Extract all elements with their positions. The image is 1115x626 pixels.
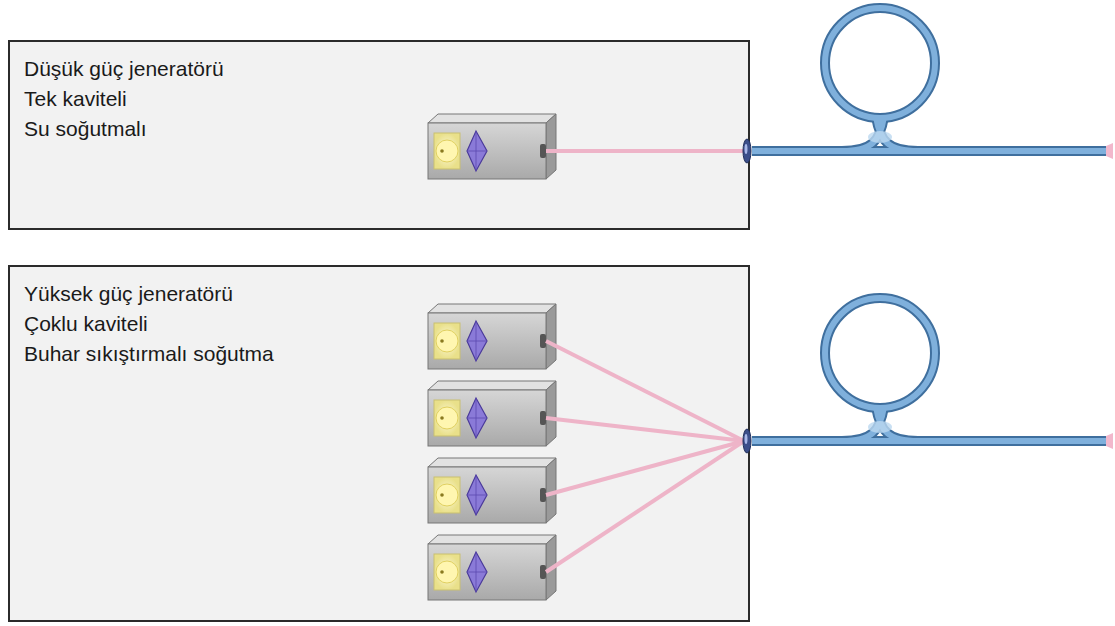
generator-label: Çoklu kaviteli — [24, 309, 734, 339]
generator-label: Yüksek güç jeneratörü — [24, 279, 734, 309]
generator-label: Düşük güç jeneratörü — [24, 54, 734, 84]
optical-fiber — [743, 8, 1113, 163]
generator-box: Düşük güç jeneratörüTek kaviteliSu soğut… — [8, 40, 750, 230]
laser-cavity — [428, 535, 556, 600]
laser-beam — [546, 418, 744, 441]
laser-cavity — [428, 381, 556, 446]
laser-beam — [546, 441, 744, 572]
laser-beam — [546, 149, 744, 153]
laser-cavity — [428, 304, 556, 369]
laser-cavity — [428, 458, 556, 523]
laser-beam — [546, 441, 744, 495]
generator-label: Tek kaviteli — [24, 84, 734, 114]
laser-beam — [546, 341, 744, 441]
generator-label: Buhar sıkıştırmalı soğutma — [24, 339, 734, 369]
generator-label: Su soğutmalı — [24, 114, 734, 144]
generator-box: Yüksek güç jeneratörüÇoklu kaviteliBuhar… — [8, 265, 750, 622]
optical-fiber — [743, 298, 1113, 453]
laser-cavity — [428, 114, 556, 179]
